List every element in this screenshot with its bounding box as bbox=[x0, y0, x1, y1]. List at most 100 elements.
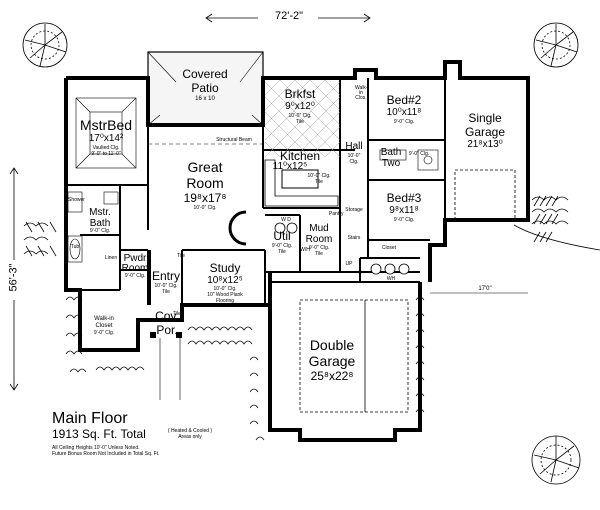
hedge-right bbox=[531, 195, 569, 243]
tile-study-label: Tile bbox=[173, 311, 181, 317]
cov-por-name: Cov. bbox=[155, 309, 179, 323]
entry-tile: Tile bbox=[162, 289, 170, 295]
bed2-clg: 9'-0" Clg. bbox=[393, 119, 415, 125]
overall-width-dimension bbox=[205, 13, 371, 23]
kitchen-name: Kitchen bbox=[279, 149, 321, 163]
hall-name: Hall bbox=[345, 141, 363, 152]
overall-depth-dimension bbox=[9, 167, 19, 391]
footer-heated-2: Areas only bbox=[178, 434, 202, 440]
front-walk bbox=[159, 338, 181, 400]
overall-width-label: 72'-2" bbox=[274, 10, 304, 22]
mud-room-name-2: Room bbox=[305, 234, 333, 245]
closet-label: Closet bbox=[381, 245, 397, 251]
double-garage-name-2: Garage bbox=[308, 353, 356, 369]
mud-room-clg: 9'-0" Clg. bbox=[308, 245, 330, 251]
study-size: 10⁸x12⁵ bbox=[207, 275, 243, 286]
kitchen-size: 11⁰x12⁵ bbox=[272, 161, 308, 172]
footer-title: Main Floor bbox=[52, 410, 128, 427]
master-bed-heights: 9'-0" to 11'-0" bbox=[91, 151, 121, 157]
great-room-clg: 10'-0" Clg. bbox=[193, 205, 217, 211]
study-flooring: Flooring bbox=[215, 298, 235, 304]
hot-water-label: WH bbox=[386, 276, 396, 282]
single-garage-name-2: Garage bbox=[464, 125, 506, 139]
shrub-top-left bbox=[22, 22, 68, 68]
walk-in-name: Walk-in bbox=[94, 316, 114, 322]
up-label: UP bbox=[345, 261, 353, 267]
mstr-bath-clg: 9'-0" Clg. bbox=[89, 228, 111, 234]
great-room-name-2: Room bbox=[186, 175, 224, 191]
master-bed-vault: Vaulted Clg. bbox=[92, 145, 120, 151]
vaulted-ceiling bbox=[75, 97, 137, 169]
pwdr-name: Pwdr bbox=[123, 253, 147, 264]
study-wood: 10" Wood Plank bbox=[207, 292, 243, 298]
kitchen-clg: 10'-0" Clg. bbox=[307, 173, 331, 179]
shrub-bottom-right bbox=[531, 435, 581, 485]
tile-hatch bbox=[264, 79, 341, 158]
double-garage-name: Double bbox=[309, 337, 355, 353]
master-bed-size: 17⁰x14² bbox=[88, 133, 124, 144]
wh-label: W/H bbox=[300, 247, 310, 253]
linen-label: Linen bbox=[104, 255, 118, 261]
shower-label: Shower bbox=[68, 197, 85, 203]
brkfst-name: Brkfst bbox=[284, 87, 316, 101]
master-bed-name: MstrBed bbox=[79, 117, 133, 133]
hall-clg-2: Clg. bbox=[349, 159, 359, 165]
mud-room-tile: Tile bbox=[315, 251, 323, 257]
util-name: Util bbox=[273, 229, 291, 243]
entry-name: Entry bbox=[151, 269, 180, 283]
stairs-label: Stairs bbox=[347, 235, 361, 241]
brkfst-size: 9⁰x12⁰ bbox=[285, 101, 315, 112]
hedge-left bbox=[23, 221, 57, 257]
bed2-name: Bed#2 bbox=[386, 93, 422, 107]
curved-wall bbox=[228, 210, 247, 246]
single-garage-size: 21⁸x13⁰ bbox=[467, 139, 503, 150]
entry-clg: 10'-0" Clg. bbox=[154, 283, 178, 289]
kitchen-counters bbox=[264, 159, 339, 207]
covered-patio-name-2: Patio bbox=[191, 81, 219, 95]
walk-in-clg: 9'-0" Clg. bbox=[93, 330, 115, 336]
tub-label: Tub bbox=[70, 244, 80, 250]
driveway-curve bbox=[513, 224, 600, 251]
footer-note-2: Future Bonus Room Not Included in Total … bbox=[52, 451, 160, 457]
footer-total: 1913 Sq. Ft. Total bbox=[52, 427, 146, 441]
util-tile: Tile bbox=[278, 249, 286, 255]
storage-label: Storage bbox=[345, 207, 363, 213]
mud-room-name: Mud bbox=[309, 223, 329, 234]
bed3-clg: 9'-0" Clg. bbox=[393, 217, 415, 223]
pwdr-name-2: Room bbox=[121, 263, 149, 274]
laundry-label: W D bbox=[281, 217, 291, 223]
bath-two-clg: 9'-0" Clg. bbox=[408, 151, 430, 157]
great-room-size: 19⁸x17⁸ bbox=[183, 191, 227, 205]
pwdr-clg: 9'-0" Clg. bbox=[124, 273, 146, 279]
bath-fixtures bbox=[67, 149, 439, 263]
overall-depth-label: 56'-3" bbox=[7, 263, 20, 292]
kitchen-tile: Tile bbox=[315, 179, 323, 185]
great-room-name: Great bbox=[187, 159, 223, 175]
pantry-label: Pantry bbox=[329, 211, 344, 217]
tile-entry-label: Tile bbox=[177, 253, 185, 259]
study-name: Study bbox=[209, 261, 241, 275]
brkfst-tile: Tile bbox=[296, 119, 304, 125]
hall-clg-1: 10'-0" bbox=[347, 153, 361, 159]
garage-doors bbox=[299, 169, 516, 413]
double-garage-size: 25⁸x22⁸ bbox=[310, 369, 354, 383]
cov-por-name-2: Por. bbox=[156, 323, 178, 337]
shrub-top-right bbox=[533, 22, 579, 68]
wall-in-label: Walk-in Clos. bbox=[355, 85, 368, 101]
bath-two-name-2: Two bbox=[381, 158, 401, 169]
mstr-bath-name: Mstr. bbox=[89, 207, 111, 218]
study-clg: 10'-0" Clg. bbox=[213, 286, 237, 292]
bed3-name: Bed#3 bbox=[386, 191, 422, 205]
bed2-size: 10⁰x11⁸ bbox=[386, 107, 422, 118]
single-garage-name: Single bbox=[468, 111, 502, 125]
laundry-appliances bbox=[274, 222, 410, 275]
mstr-bath-name-2: Bath bbox=[89, 218, 111, 229]
structural-beam-label: Structural Beam bbox=[216, 137, 252, 143]
util-clg: 9'-0" Clg. bbox=[271, 243, 293, 249]
garage-setback-label: 17'0" bbox=[478, 286, 492, 292]
landscape-shrubs bbox=[22, 22, 581, 485]
bath-two-name: Bath bbox=[380, 147, 402, 158]
covered-patio-name-1: Covered bbox=[182, 67, 228, 81]
footer-note-1: All Ceiling Heights 10'-0" Unless Noted. bbox=[52, 445, 140, 451]
